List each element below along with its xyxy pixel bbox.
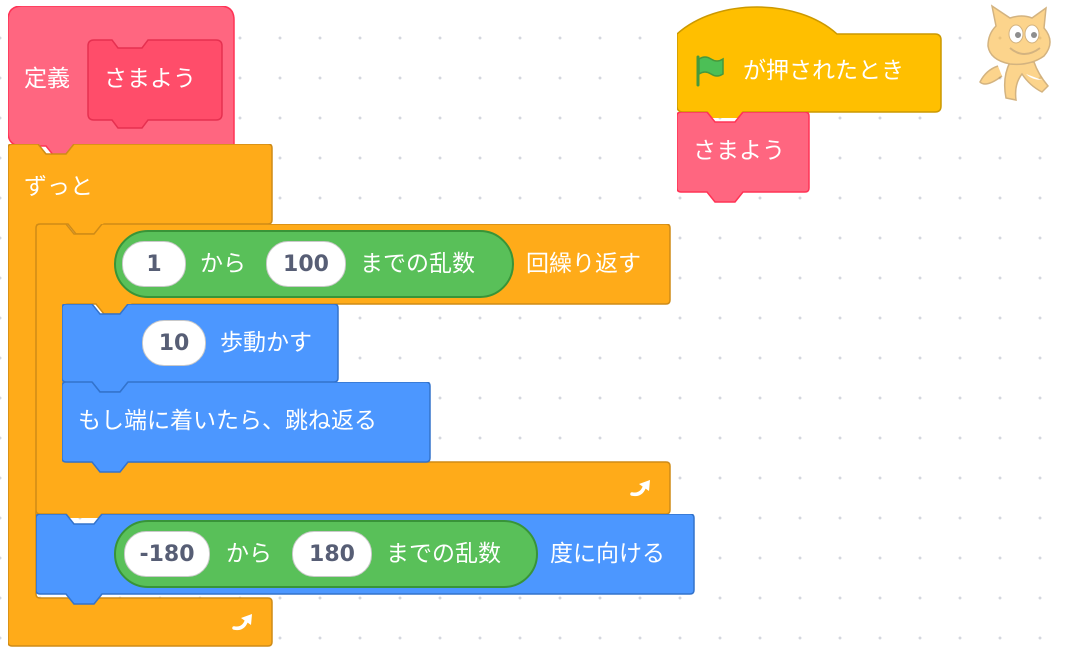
direction-random-label: までの乱数 [386, 541, 501, 567]
forever-label: ずっと [24, 174, 93, 200]
define-block[interactable] [8, 6, 236, 164]
repeat-label: 回繰り返す [526, 251, 641, 277]
scratch-cat-icon[interactable] [972, 4, 1062, 104]
bounce-label: もし端に着いたら、跳ね返る [78, 408, 377, 434]
move-label: 歩動かす [220, 330, 312, 356]
repeat-to-input[interactable]: 100 [266, 241, 346, 287]
direction-from-label: から [226, 541, 272, 567]
define-name-label: さまよう [104, 66, 196, 92]
forever-block[interactable] [8, 144, 276, 652]
loop-arrow-icon [630, 480, 650, 497]
flag-hat-label: が押されたとき [743, 58, 904, 84]
direction-to-input[interactable]: 180 [292, 531, 372, 577]
repeat-from-input[interactable]: 1 [122, 241, 186, 287]
loop-arrow-icon [232, 614, 252, 631]
green-flag-icon [696, 55, 724, 87]
direction-label: 度に向ける [550, 541, 665, 567]
call-block[interactable] [677, 112, 813, 208]
repeat-from-label: から [200, 251, 246, 277]
move-steps-input[interactable]: 10 [142, 320, 206, 366]
repeat-random-label: までの乱数 [360, 251, 475, 277]
call-label: さまよう [693, 138, 785, 164]
direction-from-input[interactable]: -180 [124, 531, 210, 577]
define-label: 定義 [24, 66, 70, 92]
bounce-block[interactable] [62, 382, 434, 474]
